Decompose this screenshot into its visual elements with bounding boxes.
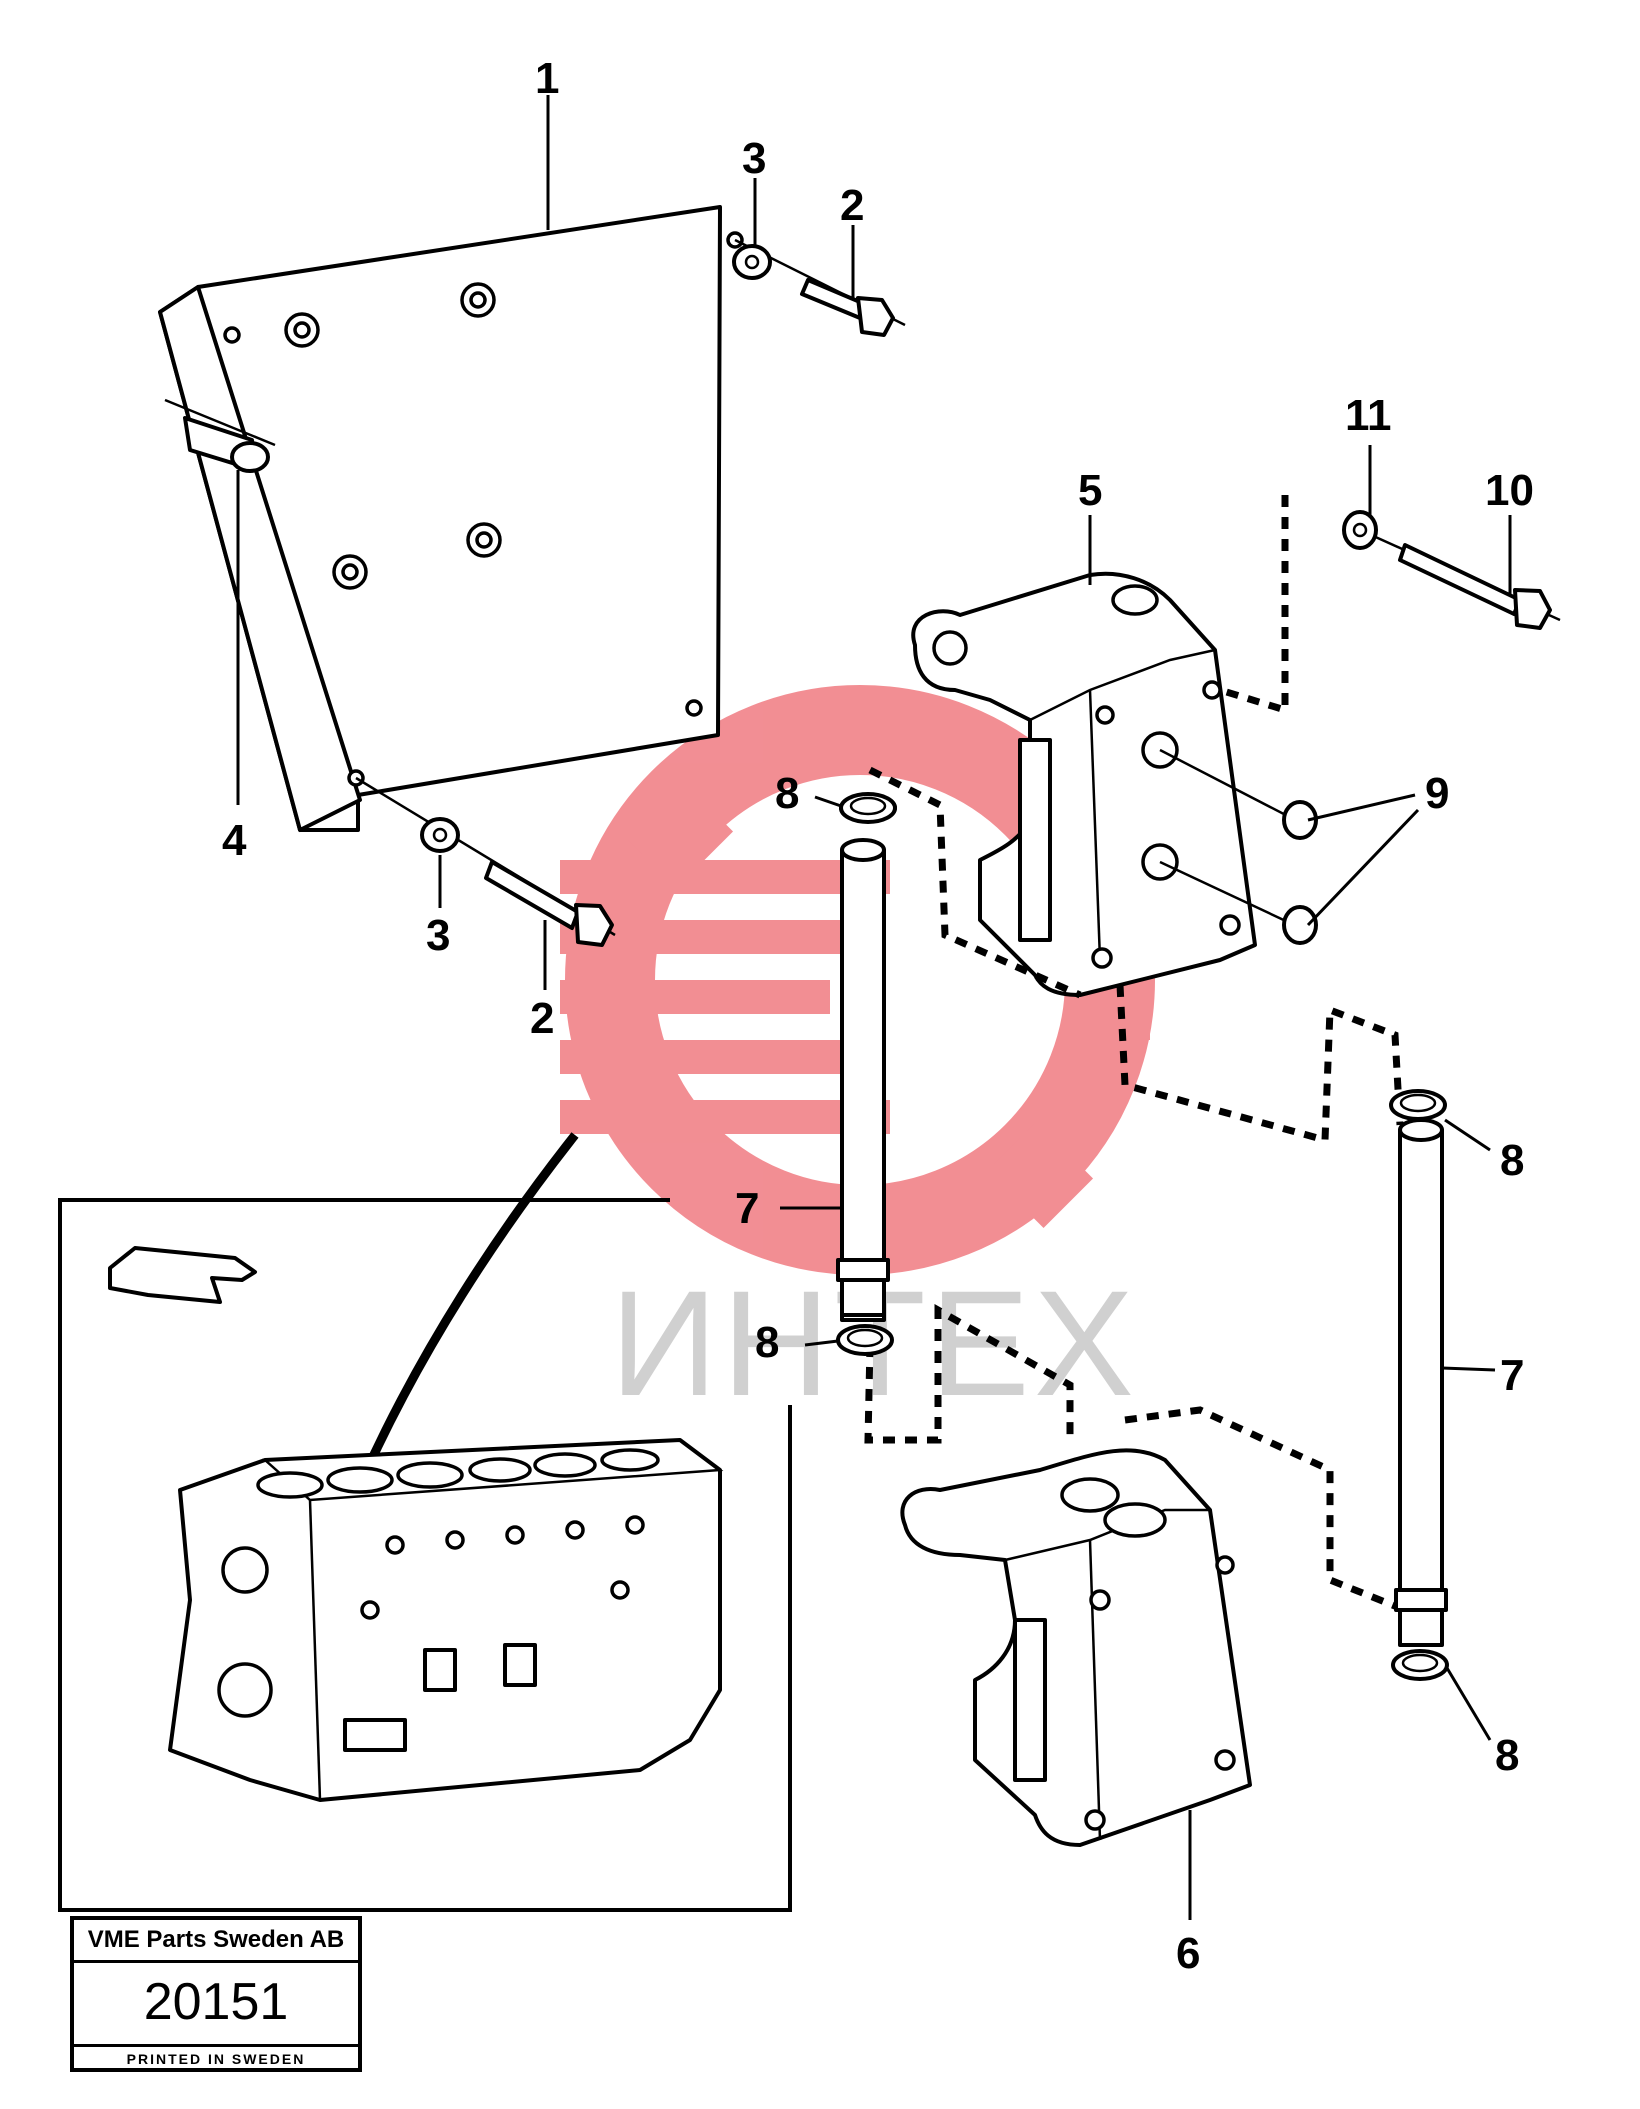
callout-6: 6 bbox=[1176, 1929, 1200, 1978]
part-4-pin bbox=[164, 398, 276, 473]
inset-frame bbox=[58, 1132, 792, 1912]
callout-2-lower: 2 bbox=[530, 994, 554, 1043]
part-8-ring-left-top bbox=[839, 792, 897, 824]
callout-8-left-top: 8 bbox=[775, 769, 799, 818]
part-11-washer bbox=[1342, 510, 1378, 550]
callout-11: 11 bbox=[1345, 391, 1392, 440]
part-3-washer-lower bbox=[420, 817, 460, 853]
engine-block-illustration bbox=[168, 1438, 724, 1802]
part-8-ring-right-top bbox=[1389, 1089, 1447, 1121]
company-name: VME Parts Sweden AB bbox=[74, 1920, 358, 1963]
assembly-dashed-lines bbox=[864, 495, 1407, 1614]
callout-5: 5 bbox=[1078, 466, 1102, 515]
part-6-lower-bracket bbox=[900, 1448, 1252, 1847]
drawing-number: 20151 bbox=[74, 1960, 358, 2047]
printed-note: PRINTED IN SWEDEN bbox=[126, 2051, 306, 2067]
callout-2-upper: 2 bbox=[840, 181, 864, 230]
leader-lines bbox=[236, 95, 1512, 1920]
part-2-bolt-lower bbox=[355, 776, 616, 947]
callout-1: 1 bbox=[535, 54, 559, 103]
part-8-ring-left-bottom bbox=[836, 1324, 894, 1356]
callout-10: 10 bbox=[1485, 466, 1534, 515]
part-1-cover-plate bbox=[158, 205, 744, 832]
callout-8-left-bottom: 8 bbox=[755, 1318, 779, 1367]
part-8-ring-right-bottom bbox=[1391, 1649, 1449, 1681]
callout-3-lower: 3 bbox=[426, 911, 450, 960]
part-10-bolt bbox=[1359, 528, 1561, 630]
callout-7-right: 7 bbox=[1500, 1351, 1524, 1400]
callout-4: 4 bbox=[222, 816, 247, 865]
callout-7-left: 7 bbox=[735, 1184, 759, 1233]
callout-labels: 1 3 2 4 3 2 5 11 10 9 8 7 8 8 7 8 6 bbox=[222, 54, 1534, 1978]
part-5-upper-bracket bbox=[911, 571, 1257, 997]
callout-3-upper: 3 bbox=[742, 134, 766, 183]
title-block: VME Parts Sweden AB 20151 PRINTED IN SWE… bbox=[70, 1916, 362, 2072]
callout-8-right-top: 8 bbox=[1500, 1136, 1524, 1185]
part-9-washers bbox=[1159, 748, 1318, 945]
callout-8-right-bottom: 8 bbox=[1495, 1731, 1519, 1780]
part-7-tube-right bbox=[1394, 1118, 1448, 1647]
part-3-washer-upper bbox=[732, 244, 772, 280]
callout-9: 9 bbox=[1425, 769, 1449, 818]
